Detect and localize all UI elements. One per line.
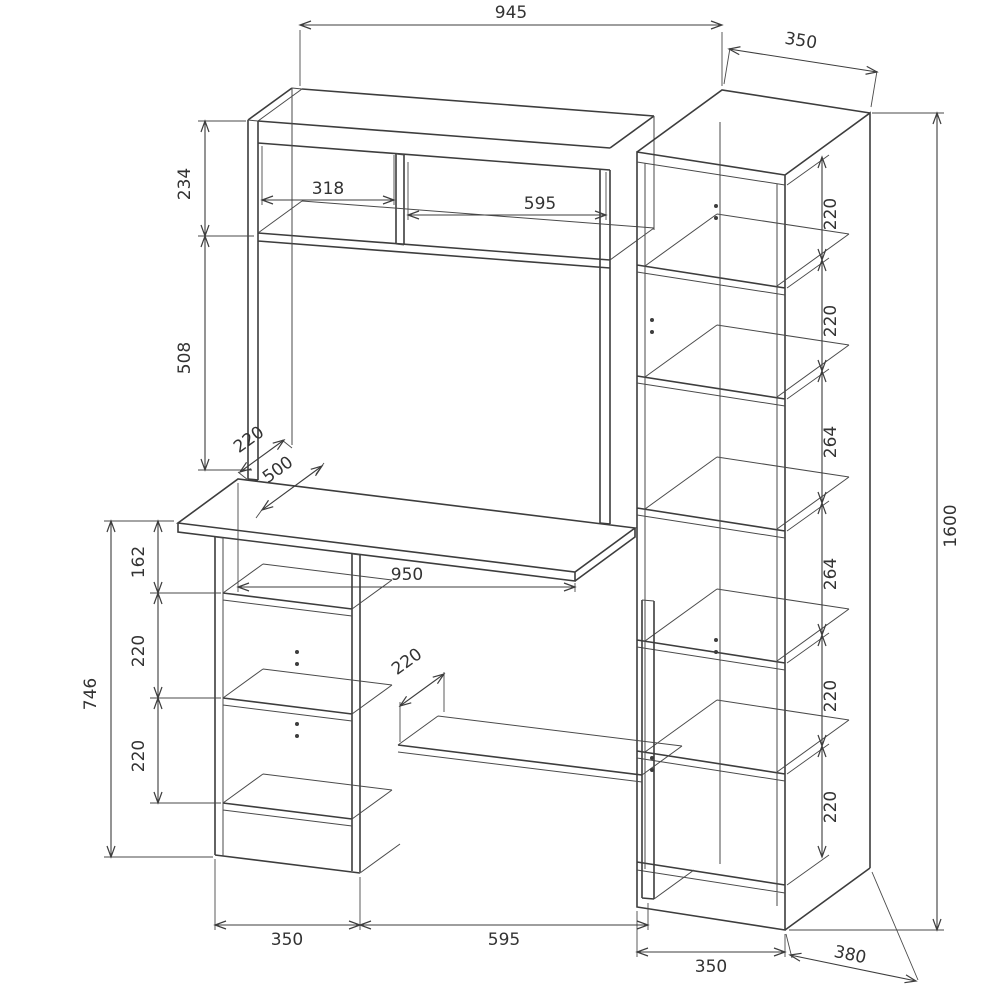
hutch-outline [247, 87, 655, 525]
dim-hutch-opening-height: 508 [175, 342, 195, 374]
dim-bookcase-width-bottom: 350 [695, 957, 727, 977]
desk-top [175, 478, 638, 582]
dim-bookcase-gap-6: 220 [821, 791, 841, 823]
dim-pedestal-gap-lower: 220 [129, 740, 149, 772]
dim-pedestal-gap-upper: 220 [129, 635, 149, 667]
dim-desk-width: 950 [391, 565, 423, 585]
center-shelf [397, 715, 683, 783]
dim-bookcase-gap-5: 220 [821, 680, 841, 712]
dimension-lines [106, 20, 942, 984]
dim-pedestal-width: 350 [271, 930, 303, 950]
dim-pedestal-height: 746 [81, 678, 101, 710]
dim-hutch-side-depth: 220 [230, 422, 268, 457]
shelf-pin-holes [295, 204, 718, 772]
dim-bookcase-width-top: 350 [783, 29, 818, 54]
dim-hutch-upper-section: 234 [175, 168, 195, 200]
dim-bookcase-gap-1: 220 [821, 198, 841, 230]
dimension-extension-lines [104, 30, 944, 981]
dim-hutch-left-compartment: 318 [312, 179, 344, 199]
dim-center-shelf-clearance: 220 [388, 644, 426, 679]
dim-bookcase-gap-2: 220 [821, 305, 841, 337]
dim-bookcase-height: 1600 [941, 504, 961, 547]
desk-side-panel [641, 599, 695, 900]
dim-desk-top-to-shelf: 162 [129, 546, 149, 578]
dim-center-span: 595 [488, 930, 520, 950]
bookcase-outline [636, 89, 871, 931]
dim-hutch-right-compartment: 595 [524, 194, 556, 214]
dim-hutch-width: 945 [495, 3, 527, 23]
dim-bookcase-gap-4: 264 [821, 558, 841, 590]
dim-bookcase-gap-3: 264 [821, 426, 841, 458]
pedestal [214, 536, 401, 874]
dimension-labels: 945 350 234 318 595 508 220 500 162 950 … [81, 3, 961, 977]
